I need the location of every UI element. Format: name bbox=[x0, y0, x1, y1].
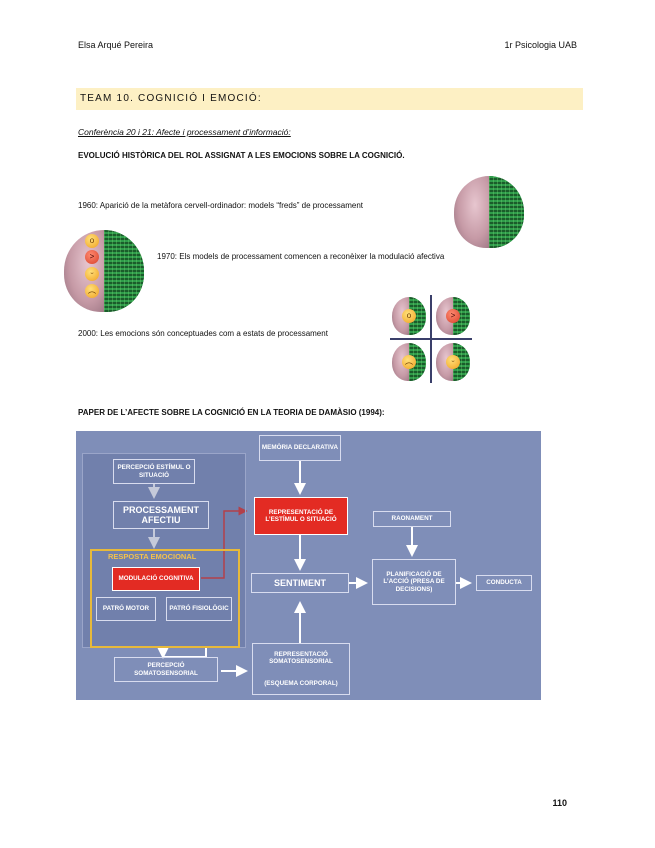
section-title-damasio: PAPER DE L’AFECTE SOBRE LA COGNICIÓ EN L… bbox=[78, 408, 385, 417]
happy-face-icon: ᵕ bbox=[85, 267, 99, 281]
header-author: Elsa Arqué Pereira bbox=[78, 40, 154, 50]
resposta-emocional-title: RESPOSTA EMOCIONAL bbox=[108, 552, 197, 561]
representacio-somato-label: REPRESENTACIÓ SOMATOSENSORIAL bbox=[269, 651, 333, 666]
sad-face-icon: ︵ bbox=[402, 355, 416, 369]
conference-title: Conferència 20 i 21: Afecte i processame… bbox=[78, 127, 291, 137]
box-representacio-estimul: REPRESENTACIÓ DE L’ESTÍMUL O SITUACIÓ bbox=[254, 497, 348, 535]
box-memoria-declarativa: MEMÒRIA DECLARATIVA bbox=[259, 435, 341, 461]
angry-face-icon: > bbox=[85, 250, 99, 264]
surprised-face-icon: o bbox=[85, 234, 99, 248]
section-title-evolution: EVOLUCIÓ HISTÒRICA DEL ROL ASSIGNAT A LE… bbox=[78, 151, 405, 160]
resposta-emocional-frame bbox=[90, 549, 240, 648]
box-raonament: RAONAMENT bbox=[373, 511, 451, 527]
brain-sad: ︵ bbox=[392, 343, 426, 381]
brain-surprised: o bbox=[392, 297, 426, 335]
brain-angry: > bbox=[436, 297, 470, 335]
sad-face-icon: ︵ bbox=[85, 284, 99, 298]
damasio-diagram: MEMÒRIA DECLARATIVA PERCEPCIÓ ESTÍMUL O … bbox=[76, 431, 541, 700]
happy-face-icon: ᵕ bbox=[446, 355, 460, 369]
box-patro-motor: PATRÓ MOTOR bbox=[96, 597, 156, 621]
page-number: 110 bbox=[552, 798, 567, 808]
brain-happy: ᵕ bbox=[436, 343, 470, 381]
box-processament-afectiu: PROCESSAMENT AFECTIU bbox=[113, 501, 209, 529]
box-conducta: CONDUCTA bbox=[476, 575, 532, 591]
timeline-1970: 1970: Els models de processament comence… bbox=[157, 252, 445, 261]
team-title: TEAM 10. COGNICIÓ I EMOCIÓ: bbox=[80, 93, 262, 104]
brain-image-emotions: o > ᵕ ︵ bbox=[64, 230, 144, 312]
header-course: 1r Psicologia UAB bbox=[504, 40, 577, 50]
box-sentiment: SENTIMENT bbox=[251, 573, 349, 593]
angry-face-icon: > bbox=[446, 309, 460, 323]
brain-grid-image: o > ︵ ᵕ bbox=[390, 295, 472, 383]
brain-image-cold bbox=[454, 176, 524, 248]
box-planificacio-accio: PLANIFICACIÓ DE L’ACCIÓ (PRESA DE DECISI… bbox=[372, 559, 456, 605]
team-title-bar: TEAM 10. COGNICIÓ I EMOCIÓ: bbox=[76, 88, 583, 110]
box-patro-fisiologic: PATRÓ FISIOLÒGIC bbox=[166, 597, 232, 621]
surprised-face-icon: o bbox=[402, 309, 416, 323]
box-percepcio-somatosensorial: PERCEPCIÓ SOMATOSENSORIAL bbox=[114, 657, 218, 682]
timeline-1960: 1960: Aparició de la metàfora cervell-or… bbox=[78, 201, 364, 210]
timeline-2000: 2000: Les emocions són conceptuades com … bbox=[78, 329, 328, 338]
esquema-corporal-label: (ESQUEMA CORPORAL) bbox=[264, 679, 338, 687]
box-percepcio-estimul: PERCEPCIÓ ESTÍMUL O SITUACIÓ bbox=[113, 459, 195, 484]
box-representacio-somatosensorial: REPRESENTACIÓ SOMATOSENSORIAL (ESQUEMA C… bbox=[252, 643, 350, 695]
box-modulacio-cognitiva: MODULACIÓ COGNITIVA bbox=[112, 567, 200, 591]
